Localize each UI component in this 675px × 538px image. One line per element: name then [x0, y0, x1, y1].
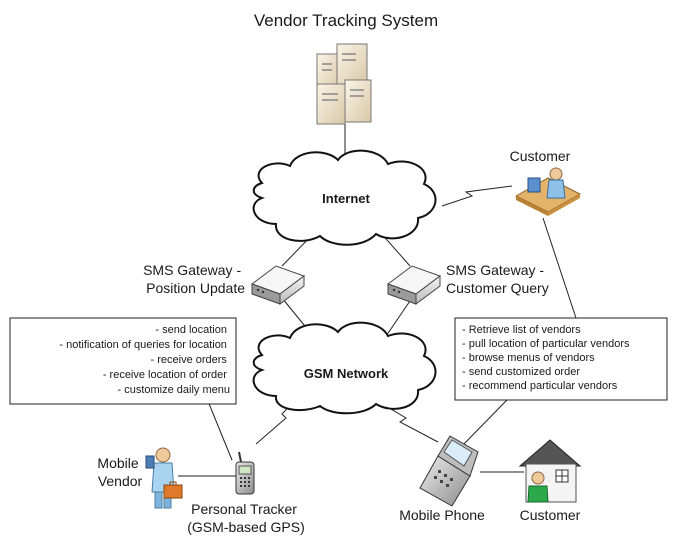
gsm-network-label: GSM Network: [304, 366, 389, 381]
sms-gateway-query-label: SMS Gateway - Customer Query: [446, 262, 549, 296]
svg-text:- send location - notifi: - send location - notification of querie…: [59, 324, 230, 396]
svg-text:- Retrieve list of vendors: - Retrieve list of vendors - pull locati…: [462, 324, 633, 392]
internet-cloud-icon: [252, 149, 437, 246]
router-icon: [250, 265, 306, 305]
router-icon: [386, 265, 442, 305]
tracker-phone-icon: [235, 451, 255, 495]
customer-home-label: Customer: [520, 507, 581, 523]
mobile-phone-label: Mobile Phone: [399, 507, 485, 523]
house-icon: [518, 439, 582, 503]
diagram-title: Vendor Tracking System: [254, 11, 438, 30]
gsm-cloud-icon: [252, 321, 437, 415]
mobile-phone-icon: [419, 435, 479, 507]
server-icon: [316, 43, 372, 125]
internet-label: Internet: [322, 191, 370, 206]
customer-functions-note: - Retrieve list of vendors - pull locati…: [454, 317, 668, 401]
person-icon: [145, 447, 175, 509]
mobile-vendor-label: Mobile Vendor: [97, 455, 142, 489]
vendor-functions-note: - send location - notification of querie…: [9, 317, 237, 405]
personal-tracker-label: Personal Tracker (GSM-based GPS): [187, 501, 304, 535]
customer-pc-label: Customer: [510, 148, 571, 164]
sms-gateway-position-label: SMS Gateway - Position Update: [143, 262, 245, 296]
briefcase-icon: [163, 481, 183, 499]
customer-workstation-icon: [514, 167, 582, 216]
